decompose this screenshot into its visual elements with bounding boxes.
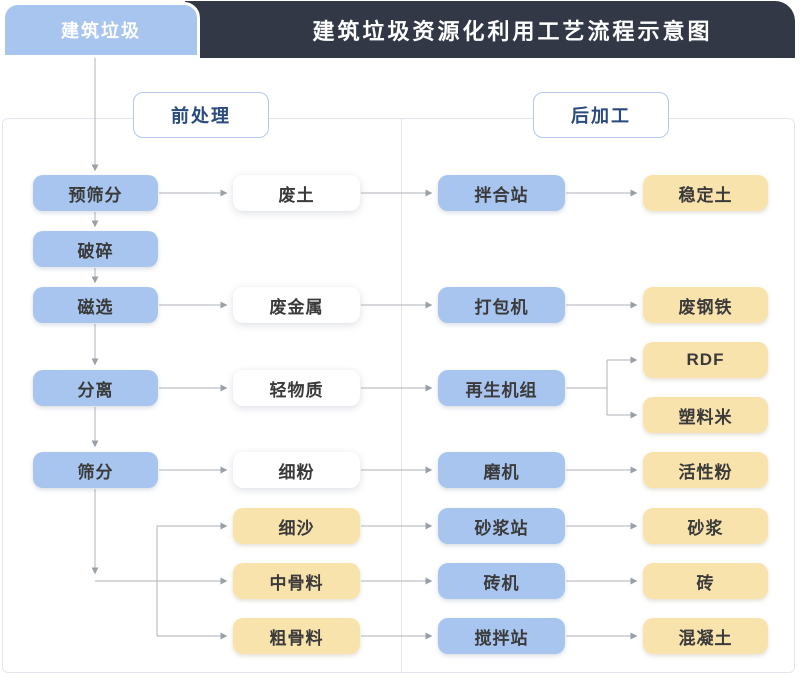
node-coarse-aggregate: 粗骨料 (233, 618, 360, 654)
node-mixing-plant: 拌合站 (438, 175, 565, 211)
node-brick-machine: 砖机 (438, 563, 565, 599)
section-label-pre-processing: 前处理 (133, 92, 269, 138)
node-brick: 砖 (643, 563, 768, 599)
node-waste-soil: 废土 (233, 175, 360, 211)
section-label-post-processing: 后加工 (533, 92, 669, 138)
node-fine-powder: 细粉 (233, 452, 360, 488)
node-active-powder: 活性粉 (643, 452, 768, 488)
node-fine-sand: 细沙 (233, 508, 360, 544)
node-baler: 打包机 (438, 287, 565, 323)
section-label-post-text: 后加工 (571, 106, 631, 126)
node-plastic-pellets: 塑料米 (643, 397, 768, 433)
stage-divider-line (401, 118, 402, 673)
node-medium-aggregate: 中骨料 (233, 563, 360, 599)
node-mill: 磨机 (438, 452, 565, 488)
source-tab-construction-waste: 建筑垃圾 (2, 2, 200, 58)
node-pre-screening: 预筛分 (33, 175, 158, 211)
node-stabilized-soil: 稳定土 (643, 175, 768, 211)
title-bar: 建筑垃圾资源化利用工艺流程示意图 (185, 1, 795, 58)
node-scrap-steel: 废钢铁 (643, 287, 768, 323)
node-waste-metal: 废金属 (233, 287, 360, 323)
node-regeneration-unit: 再生机组 (438, 370, 565, 406)
node-magnetic-separation: 磁选 (33, 287, 158, 323)
node-crushing: 破碎 (33, 231, 158, 267)
node-concrete-mixing-plant: 搅拌站 (438, 618, 565, 654)
section-label-pre-text: 前处理 (171, 106, 231, 126)
node-light-material: 轻物质 (233, 370, 360, 406)
source-tab-label: 建筑垃圾 (61, 21, 141, 41)
node-separation: 分离 (33, 370, 158, 406)
page-title: 建筑垃圾资源化利用工艺流程示意图 (312, 18, 713, 44)
node-screening: 筛分 (33, 452, 158, 488)
node-concrete: 混凝土 (643, 618, 768, 654)
node-rdf: RDF (643, 342, 768, 378)
node-mortar-plant: 砂浆站 (438, 508, 565, 544)
node-mortar: 砂浆 (643, 508, 768, 544)
